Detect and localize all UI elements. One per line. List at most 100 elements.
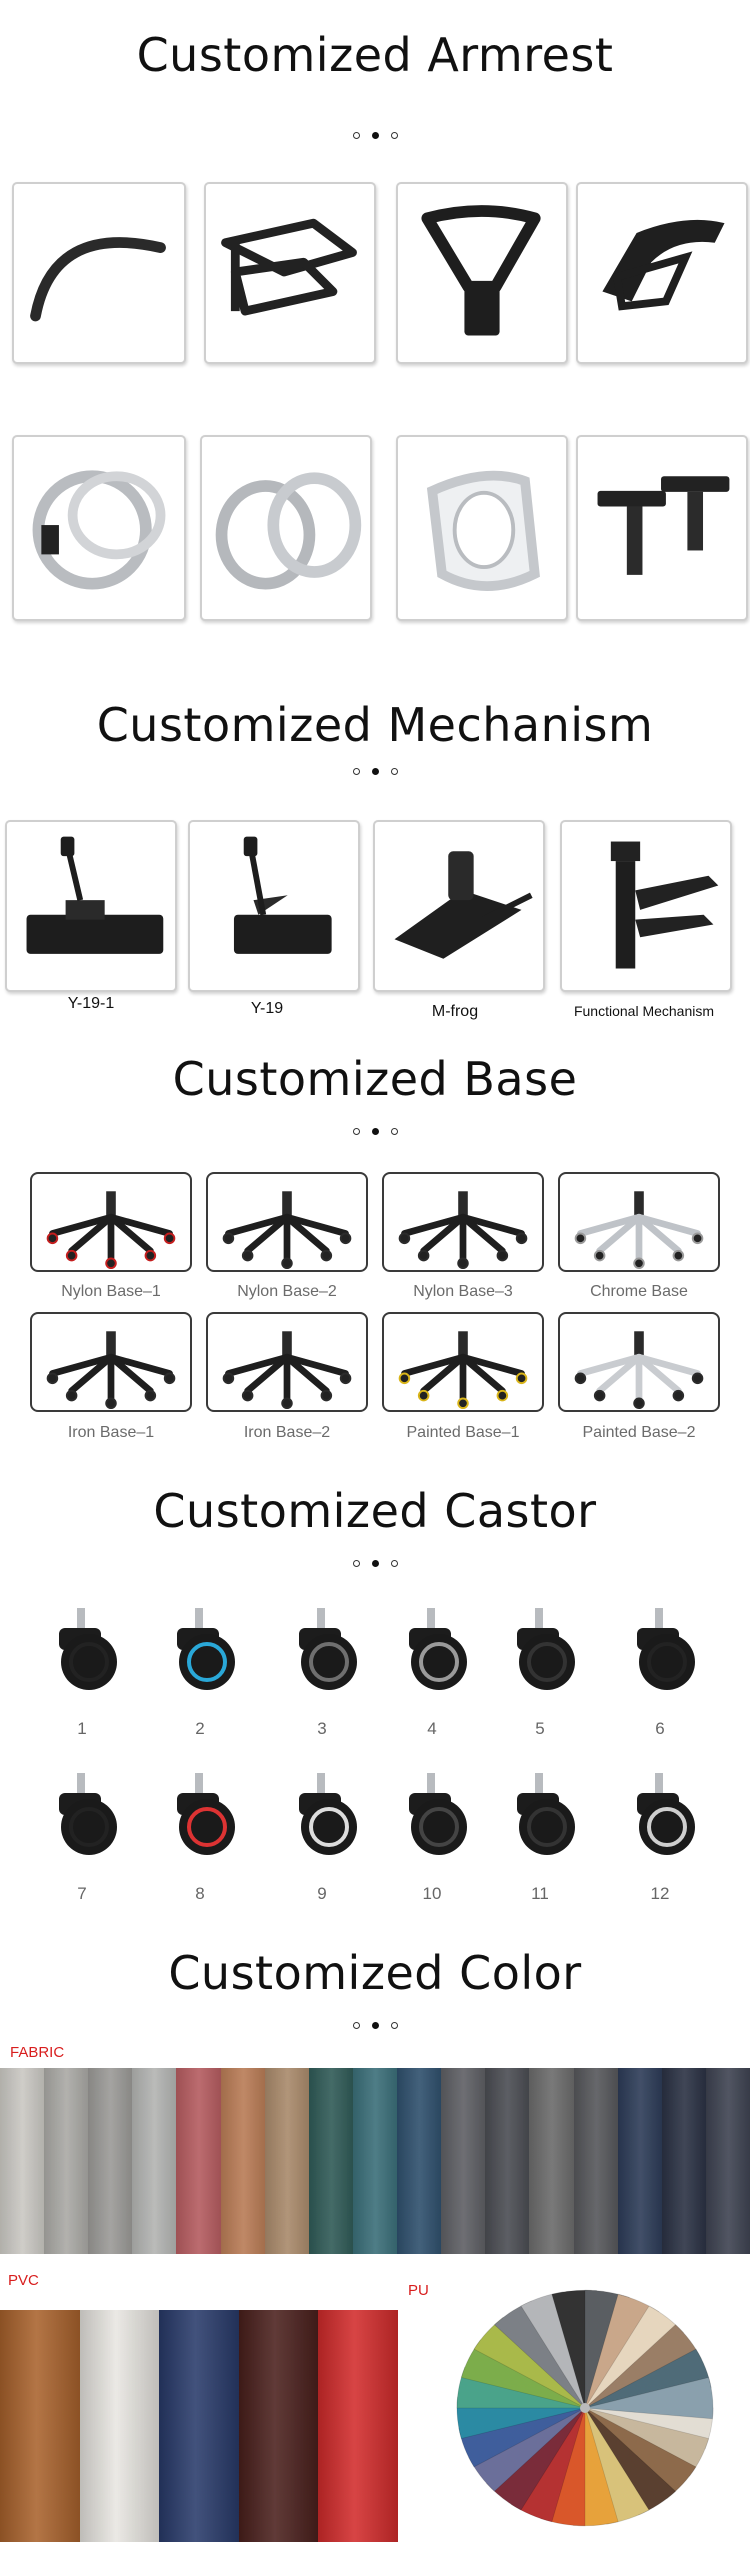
pu-fan-pivot [580,2403,590,2413]
mechanism-image-4 [560,820,732,992]
base-image-4 [558,1172,720,1272]
fabric-swatch [132,2068,178,2254]
mechanism-caption-2: Y-19 [250,1000,284,1017]
dot[interactable] [390,1128,398,1135]
dot[interactable] [352,1560,360,1567]
pu-label: PU [408,2282,429,2299]
mechanism-carousel-dots [0,768,750,775]
castor-image-9 [277,1765,367,1865]
pvc-swatch [238,2310,320,2542]
base-title: Customized Base [172,1052,578,1106]
armrest-carousel-dots [0,132,750,139]
fabric-swatch [176,2068,222,2254]
castor-image-2 [155,1600,245,1700]
pvc-label: PVC [8,2272,39,2289]
dot[interactable] [352,1128,360,1135]
fabric-label: FABRIC [10,2044,65,2061]
base-image-5 [30,1312,192,1412]
base-caption-5: Iron Base–1 [67,1424,155,1441]
mechanism-caption-4: Functional Mechanism [573,1003,715,1019]
castor-caption-10: 10 [422,1884,442,1903]
armrest-image-6 [200,435,372,621]
castor-caption-12: 12 [650,1884,670,1903]
base-caption-1: Nylon Base–1 [61,1283,161,1300]
fabric-swatch [661,2068,707,2254]
base-image-2 [206,1172,368,1272]
castor-caption-9: 9 [317,1884,327,1903]
armrest-image-1 [12,182,186,364]
base-image-3 [382,1172,544,1272]
fabric-swatch [264,2068,310,2254]
fabric-swatch [220,2068,266,2254]
dot[interactable] [390,1560,398,1567]
armrest-image-3 [396,182,568,364]
mechanism-title: Customized Mechanism [96,698,654,752]
dot-active[interactable] [371,1560,379,1567]
base-carousel-dots [0,1128,750,1135]
armrest-image-7 [396,435,568,621]
dot-active[interactable] [371,1128,379,1135]
armrest-image-2 [204,182,376,364]
fabric-swatch [529,2068,575,2254]
castor-carousel-dots [0,1560,750,1567]
fabric-swatch [397,2068,443,2254]
base-caption-6: Iron Base–2 [243,1424,331,1441]
pu-swatch [584,2348,712,2409]
fabric-swatch [441,2068,487,2254]
fabric-swatch [0,2068,46,2254]
castor-title: Customized Castor [153,1484,597,1538]
fabric-swatch [352,2068,399,2254]
castor-image-4 [387,1600,477,1700]
castor-caption-8: 8 [195,1884,205,1903]
fabric-swatch [308,2068,354,2254]
castor-image-6 [615,1600,705,1700]
castor-caption-4: 4 [427,1719,437,1738]
castor-image-7 [37,1765,127,1865]
dot[interactable] [390,768,398,775]
dot-active[interactable] [371,132,379,139]
color-title: Customized Color [168,1946,582,2000]
fabric-swatch [705,2068,750,2254]
castor-caption-3: 3 [317,1719,327,1738]
base-image-1 [30,1172,192,1272]
fabric-swatch-strip [0,2068,750,2254]
castor-caption-1: 1 [77,1719,87,1738]
mechanism-caption-1: Y-19-1 [67,995,115,1012]
dot[interactable] [352,132,360,139]
base-image-8 [558,1312,720,1412]
mechanism-caption-3: M-frog [431,1003,479,1020]
fabric-swatch [88,2068,134,2254]
base-caption-7: Painted Base–1 [406,1424,520,1441]
castor-image-8 [155,1765,245,1865]
armrest-title: Customized Armrest [136,28,614,82]
color-carousel-dots [0,2022,750,2029]
castor-image-5 [495,1600,585,1700]
pu-color-fan [440,2268,730,2548]
pvc-swatch-strip [0,2310,398,2542]
base-caption-4: Chrome Base [590,1283,688,1300]
armrest-image-8 [576,435,748,621]
castor-caption-6: 6 [655,1719,665,1738]
castor-image-12 [615,1765,705,1865]
dot[interactable] [352,2022,360,2029]
base-caption-3: Nylon Base–3 [413,1283,513,1300]
dot[interactable] [390,132,398,139]
base-caption-2: Nylon Base–2 [237,1283,337,1300]
fabric-swatch [617,2068,663,2254]
mechanism-image-1 [5,820,177,992]
pu-swatch [458,2407,586,2468]
castor-image-3 [277,1600,367,1700]
dot[interactable] [352,768,360,775]
base-caption-8: Painted Base–2 [582,1424,696,1441]
pvc-swatch [159,2310,240,2542]
pu-swatch [584,2377,714,2420]
castor-image-11 [495,1765,585,1865]
dot[interactable] [390,2022,398,2029]
fabric-swatch [44,2068,90,2254]
castor-caption-7: 7 [77,1884,87,1903]
castor-caption-11: 11 [531,1884,549,1903]
dot-active[interactable] [371,768,379,775]
mechanism-image-2 [188,820,360,992]
pu-swatch [520,2291,586,2409]
dot-active[interactable] [371,2022,379,2029]
